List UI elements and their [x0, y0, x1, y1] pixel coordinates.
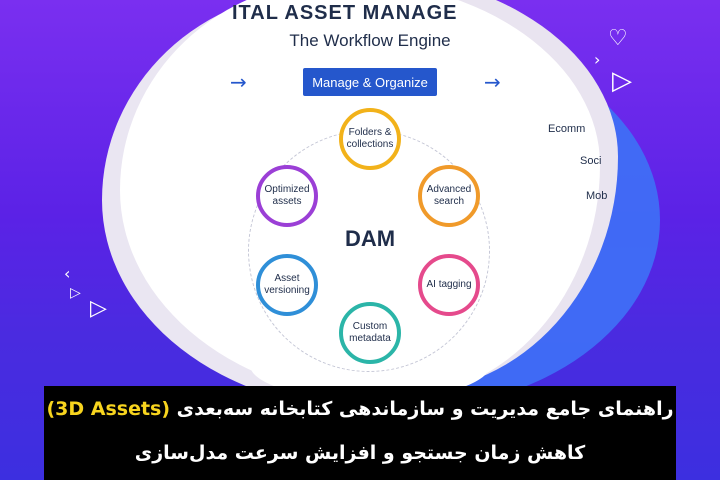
node-label: Optimized assets — [264, 184, 310, 207]
infographic-subtitle: The Workflow Engine — [289, 31, 451, 50]
node-asset-versioning: Asset versioning — [256, 254, 318, 316]
side-label-social: Soci — [580, 155, 602, 167]
node-label: AI tagging — [426, 279, 472, 290]
node-label: Custom metadata — [349, 321, 391, 344]
node-label: Advanced search — [426, 184, 472, 207]
play-triangle-icon: ▷ — [70, 285, 81, 301]
chevron-left-icon: ‹ — [64, 264, 71, 283]
play-triangle-icon: ▷ — [612, 66, 632, 96]
node-ai-tagging: AI tagging — [418, 254, 480, 316]
infographic-title: ITAL ASSET MANAGE — [232, 2, 458, 24]
side-label-mobile: Mob — [586, 190, 608, 202]
banner-line-2: کاهش زمان جستجو و افزایش سرعت مدل‌سازی — [134, 442, 586, 464]
title-banner: راهنمای جامع مدیریت و سازماندهی کتابخانه… — [44, 386, 676, 480]
heart-outline-icon: ♡ — [608, 26, 628, 51]
banner-line-1-text: راهنمای جامع مدیریت و سازماندهی کتابخانه… — [170, 398, 674, 420]
arrow-right-icon: → — [230, 70, 247, 94]
node-optimized-assets: Optimized assets — [256, 165, 318, 227]
banner-line-1: راهنمای جامع مدیریت و سازماندهی کتابخانه… — [44, 398, 676, 420]
node-folders-collections: Folders & collections — [339, 108, 401, 170]
play-triangle-icon: ▷ — [90, 296, 107, 321]
node-advanced-search: Advanced search — [418, 165, 480, 227]
dam-center-label: DAM — [344, 226, 396, 251]
manage-organize-button[interactable]: Manage & Organize — [303, 68, 437, 96]
node-custom-metadata: Custom metadata — [339, 302, 401, 364]
side-label-ecommerce: Ecomm — [548, 123, 586, 135]
chevron-right-icon: › — [594, 50, 601, 69]
node-label: Asset versioning — [264, 273, 310, 296]
arrow-right-icon: → — [484, 70, 501, 94]
node-label: Folders & collections — [346, 127, 394, 150]
banner-highlight: (3D Assets) — [46, 398, 171, 420]
